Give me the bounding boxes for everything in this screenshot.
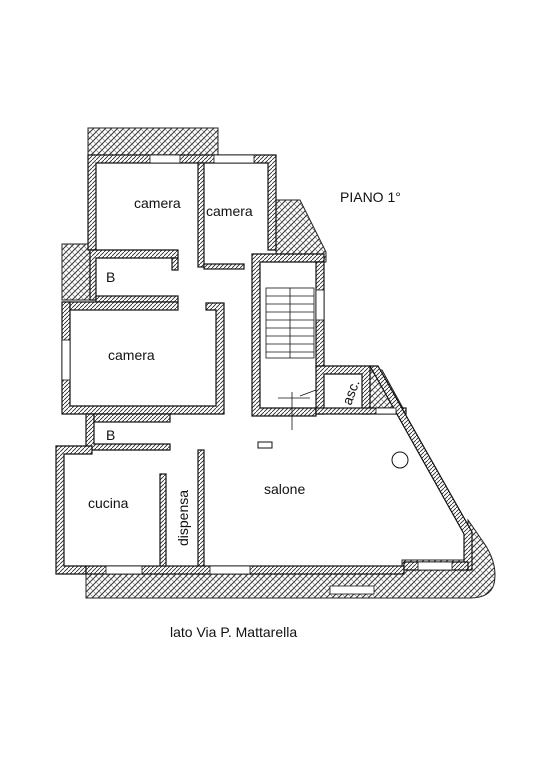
- room-label-cucina: cucina: [88, 495, 129, 511]
- window-lift: [375, 407, 397, 415]
- wall-diagonal: [368, 365, 473, 571]
- window-stair: [315, 289, 325, 321]
- wall-bath-1: [89, 249, 179, 301]
- room-label-bath-1: B: [106, 269, 115, 285]
- wall-camera-3-top: [69, 301, 179, 311]
- window-right: [417, 561, 453, 571]
- wall-dispensa-right: [197, 449, 205, 575]
- room-label-salone: salone: [264, 481, 305, 497]
- room-label-dispensa: dispensa: [175, 490, 191, 546]
- wall-bath-1-right: [171, 257, 179, 271]
- street-caption: lato Via P. Mattarella: [170, 624, 298, 640]
- room-label-lift: asc.: [339, 377, 363, 407]
- plan-title: PIANO 1°: [340, 189, 401, 205]
- window-top-1: [149, 154, 181, 164]
- wall-kitchen-right: [159, 473, 167, 575]
- balcony-stair: [275, 199, 327, 263]
- balcony-left: [61, 243, 91, 301]
- window-kitchen: [105, 565, 143, 575]
- terrace-bottom: [85, 518, 496, 599]
- wall-lift-bottom: [315, 407, 407, 415]
- wall-kitchen: [55, 445, 93, 575]
- wall-camera-partition: [197, 162, 205, 268]
- window-left-camera: [61, 339, 71, 381]
- staircase: [265, 287, 317, 430]
- salone-column: [391, 451, 409, 469]
- room-label-camera-2: camera: [206, 203, 253, 219]
- room-label-camera-3: camera: [108, 347, 155, 363]
- window-top-2: [213, 154, 255, 164]
- salone-fixture: [257, 441, 273, 449]
- terrace-top: [87, 127, 219, 156]
- room-label-camera-1: camera: [134, 195, 181, 211]
- window-salone-2: [329, 585, 375, 595]
- wall-stair-core: [251, 253, 325, 417]
- terraces: [61, 127, 496, 599]
- walls: [55, 154, 473, 575]
- window-salone-1: [209, 565, 251, 575]
- windows: [61, 154, 453, 595]
- wall-camera2-bottom: [203, 263, 245, 270]
- room-label-bath-2: B: [106, 427, 115, 443]
- wall-bath-1-bottom: [95, 295, 179, 303]
- wall-bath-2-top: [93, 413, 171, 423]
